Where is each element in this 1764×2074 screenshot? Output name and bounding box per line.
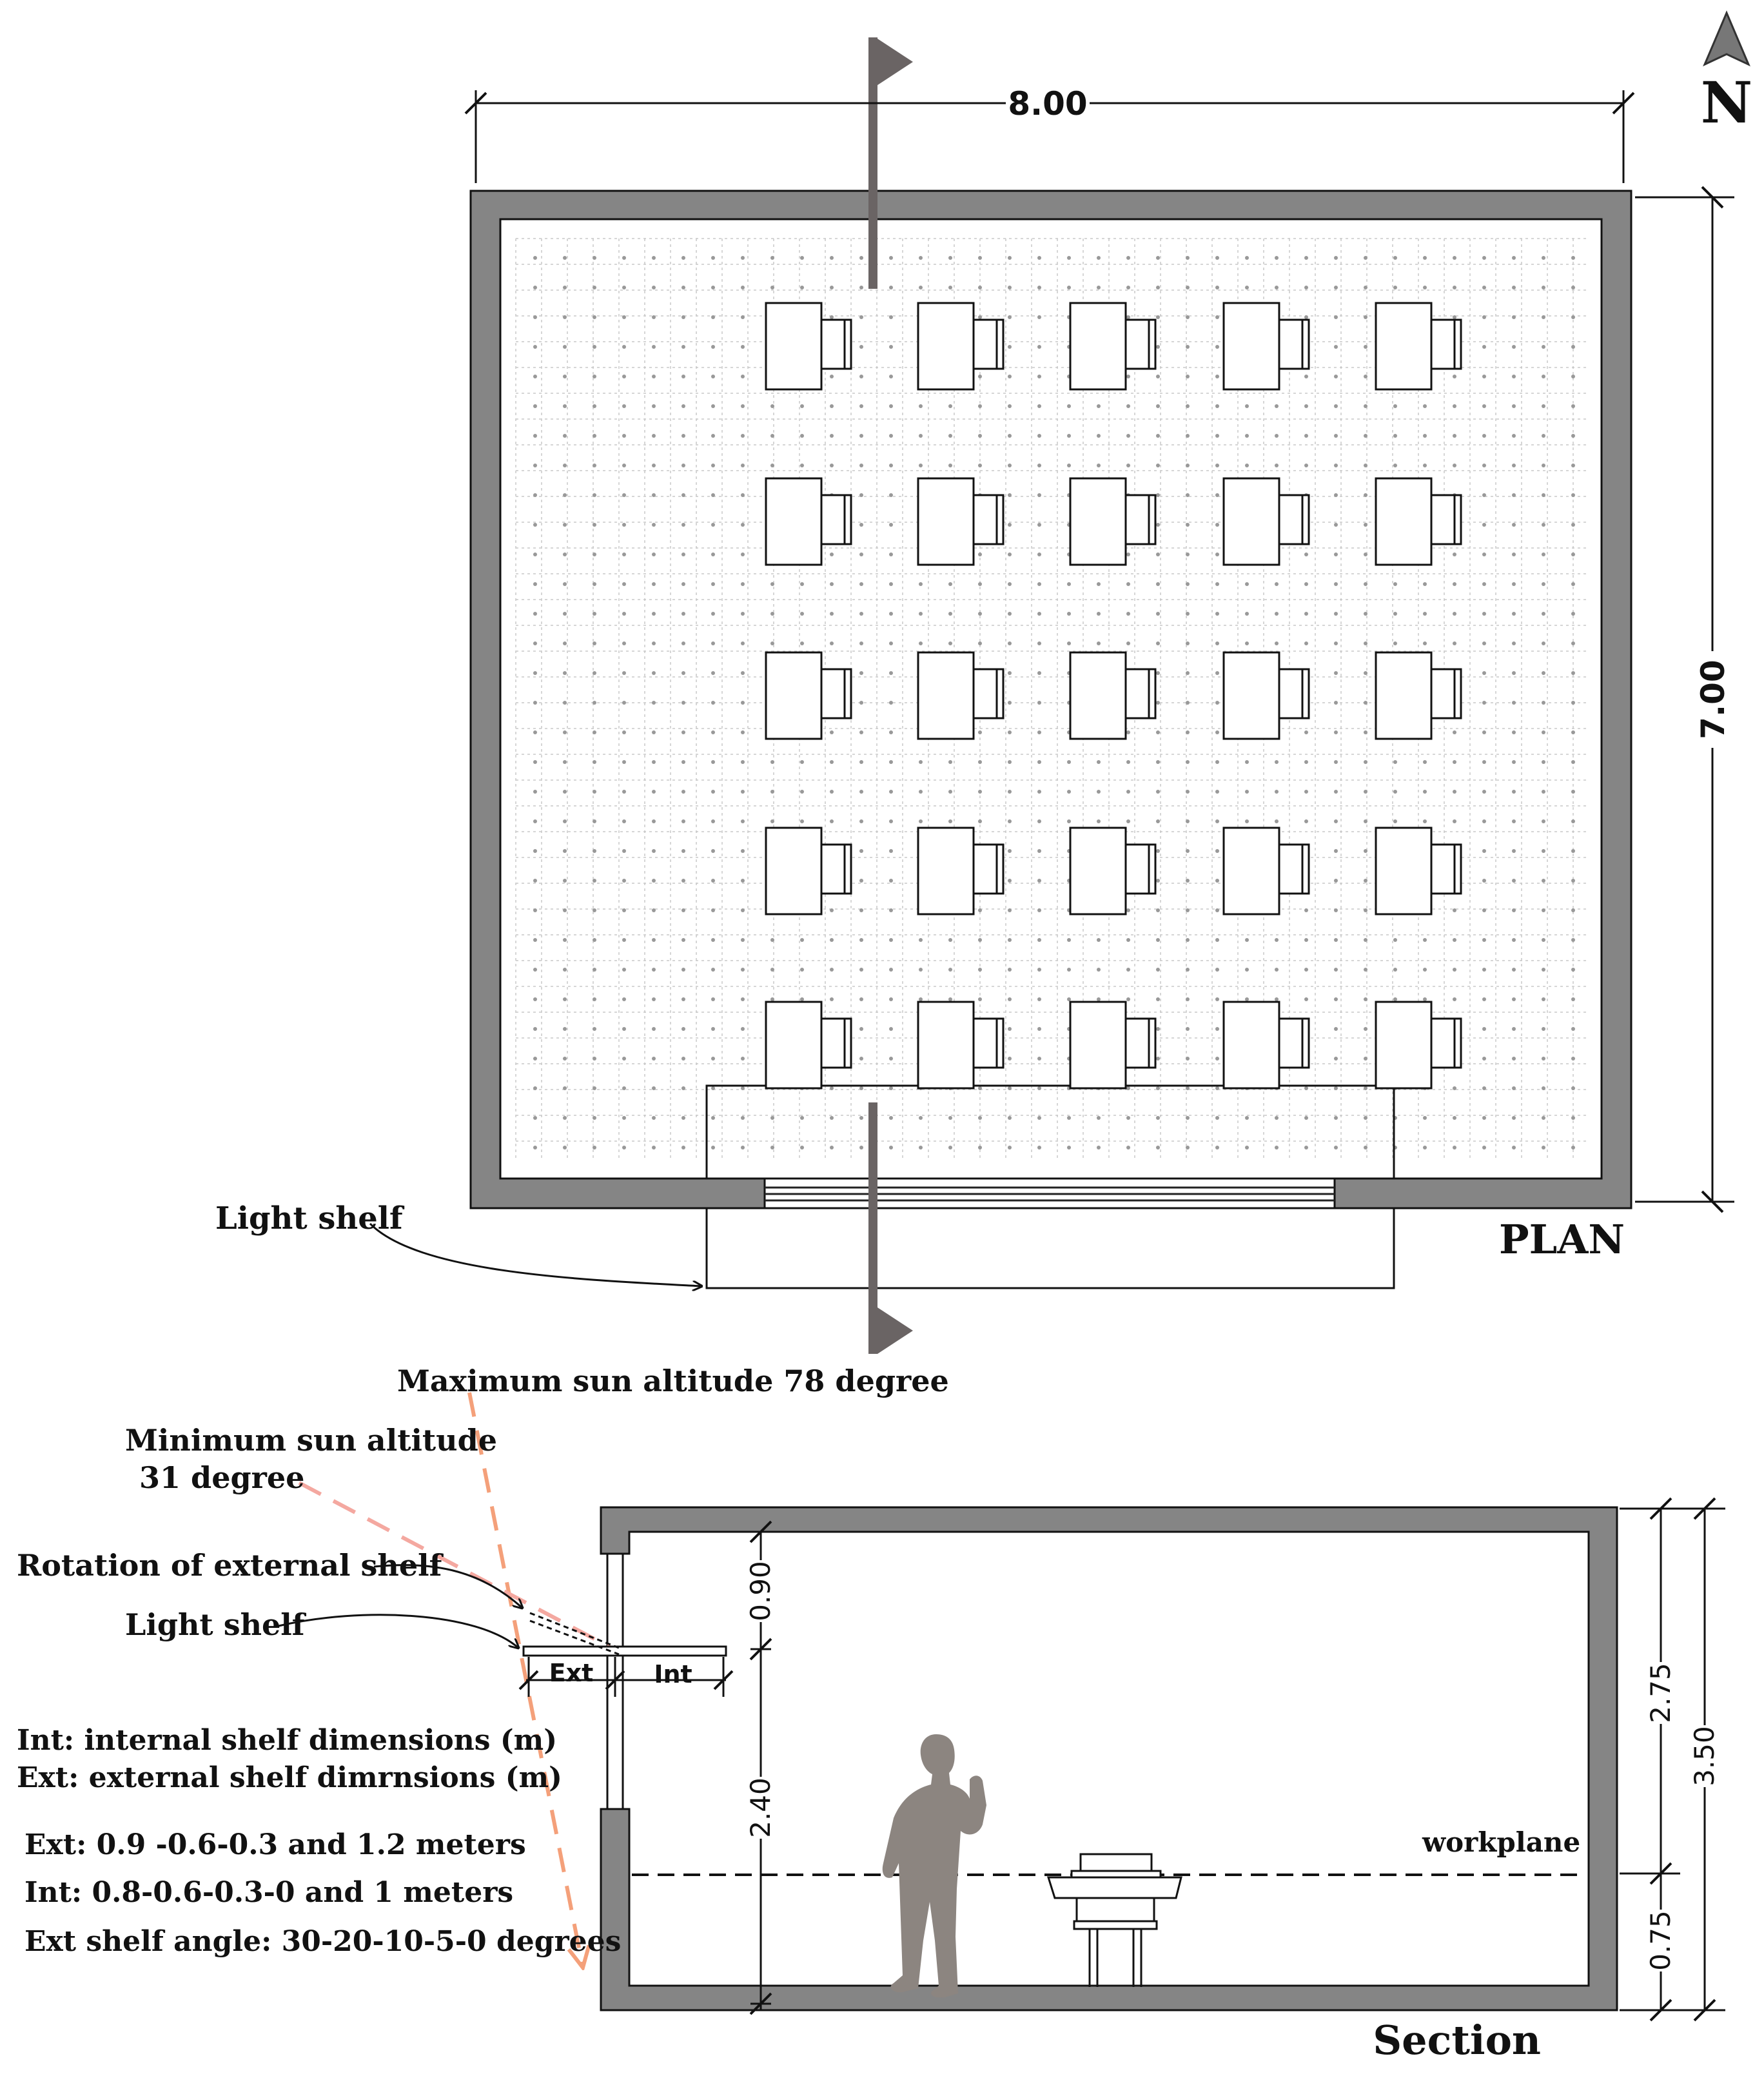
plan-desk-chair xyxy=(1222,1001,1310,1090)
legend-int-def: Int: internal shelf dimensions (m) xyxy=(17,1724,557,1757)
section-light-shelf-leader xyxy=(278,1614,518,1648)
north-arrow-icon xyxy=(1703,10,1750,67)
min-sun-label-line2: 31 degree xyxy=(139,1460,304,1495)
rotation-leader xyxy=(373,1564,522,1608)
rotated-external-shelf-a xyxy=(529,1612,620,1649)
plan-desk-chair xyxy=(1375,827,1462,915)
plan-desk-chair xyxy=(1375,302,1462,391)
plan-desk-chair xyxy=(1069,651,1157,740)
int-label: Int xyxy=(654,1660,692,1688)
window-dimensions: 0.90 2.40 xyxy=(745,1520,776,2015)
rotation-label: Rotation of external shelf xyxy=(17,1548,444,1583)
plan-width-value: 8.00 xyxy=(1008,85,1087,122)
north-arrow: N xyxy=(1701,10,1752,136)
plan-desk-chair xyxy=(765,302,852,391)
plan-desk-chair xyxy=(1069,302,1157,391)
legend-ext-vals: Ext: 0.9 -0.6-0.3 and 1.2 meters xyxy=(24,1828,526,1861)
plan-desk-chair xyxy=(917,827,1004,915)
plan-desk-chair xyxy=(765,477,852,566)
dim-350: 3.50 xyxy=(1689,1726,1720,1786)
plan-desk-chair xyxy=(917,651,1004,740)
plan-desk-chair xyxy=(917,302,1004,391)
section-wall xyxy=(600,1506,1618,2011)
legend-int-vals: Int: 0.8-0.6-0.3-0 and 1 meters xyxy=(24,1876,513,1909)
max-sun-label: Maximum sun altitude 78 degree xyxy=(397,1364,949,1398)
plan-depth-dimension: 7.00 xyxy=(1635,186,1734,1213)
legend-angle-vals: Ext shelf angle: 30-20-10-5-0 degrees xyxy=(24,1925,621,1958)
plan-desk-chair xyxy=(1069,1001,1157,1090)
section-title: Section xyxy=(1373,2017,1541,2064)
plan-desk-chair xyxy=(765,651,852,740)
section-cut-line xyxy=(868,37,913,1354)
height-dimensions: 2.75 3.50 0.75 xyxy=(1620,1497,1725,2022)
section-cut-flag-bottom-icon xyxy=(877,1307,913,1354)
section-desk xyxy=(1046,1853,1182,1987)
plan-desk-chair xyxy=(1222,302,1310,391)
plan-desk-chair xyxy=(1375,651,1462,740)
min-sun-ray xyxy=(298,1481,615,1651)
plan-desk-chair xyxy=(1222,651,1310,740)
north-letter: N xyxy=(1701,69,1752,136)
shelf-dimension: Ext Int xyxy=(518,1657,734,1697)
plan-desk-chair xyxy=(765,1001,852,1090)
plan-width-dimension: 8.00 xyxy=(464,85,1635,183)
plan-desk-chair xyxy=(1375,1001,1462,1090)
section-cut-flag-top-icon xyxy=(877,39,913,85)
section-light-shelf-label: Light shelf xyxy=(125,1607,307,1642)
dim-090: 0.90 xyxy=(745,1561,776,1621)
plan-light-shelf-leader xyxy=(369,1222,701,1286)
min-sun-label-line1: Minimum sun altitude xyxy=(125,1423,497,1458)
plan-desk-chair xyxy=(765,827,852,915)
plan-light-shelf-interior xyxy=(705,1084,1395,1180)
dim-275: 2.75 xyxy=(1645,1663,1676,1723)
plan-desks xyxy=(765,302,1462,1090)
section-window-frame xyxy=(606,1554,624,1809)
dim-075: 0.75 xyxy=(1645,1910,1676,1971)
plan-desk-chair xyxy=(1069,827,1157,915)
workplane-label: workplane xyxy=(1422,1826,1580,1858)
plan-window xyxy=(765,1186,1335,1202)
ext-label: Ext xyxy=(549,1659,594,1687)
dim-240: 2.40 xyxy=(745,1777,776,1838)
plan-desk-chair xyxy=(1222,827,1310,915)
rotated-external-shelf-b xyxy=(529,1619,620,1656)
plan-desk-chair xyxy=(1222,477,1310,566)
plan-desk-chair xyxy=(1069,477,1157,566)
plan-light-shelf-label: Light shelf xyxy=(215,1200,405,1237)
plan-desk-chair xyxy=(917,477,1004,566)
section-view: Ext Int 0.90 2.40 xyxy=(17,1364,1725,2064)
plan-title: PLAN xyxy=(1499,1216,1625,1263)
legend-ext-def: Ext: external shelf dimrnsions (m) xyxy=(17,1761,562,1794)
plan-light-shelf-exterior xyxy=(705,1207,1395,1289)
plan-desk-chair xyxy=(1375,477,1462,566)
section-light-shelf xyxy=(522,1645,727,1657)
plan-depth-value: 7.00 xyxy=(1694,660,1732,739)
plan-desk-chair xyxy=(917,1001,1004,1090)
plan-view: 8.00 7.00 Light shelf PLAN xyxy=(215,37,1734,1354)
human-figure-icon xyxy=(882,1734,986,1998)
